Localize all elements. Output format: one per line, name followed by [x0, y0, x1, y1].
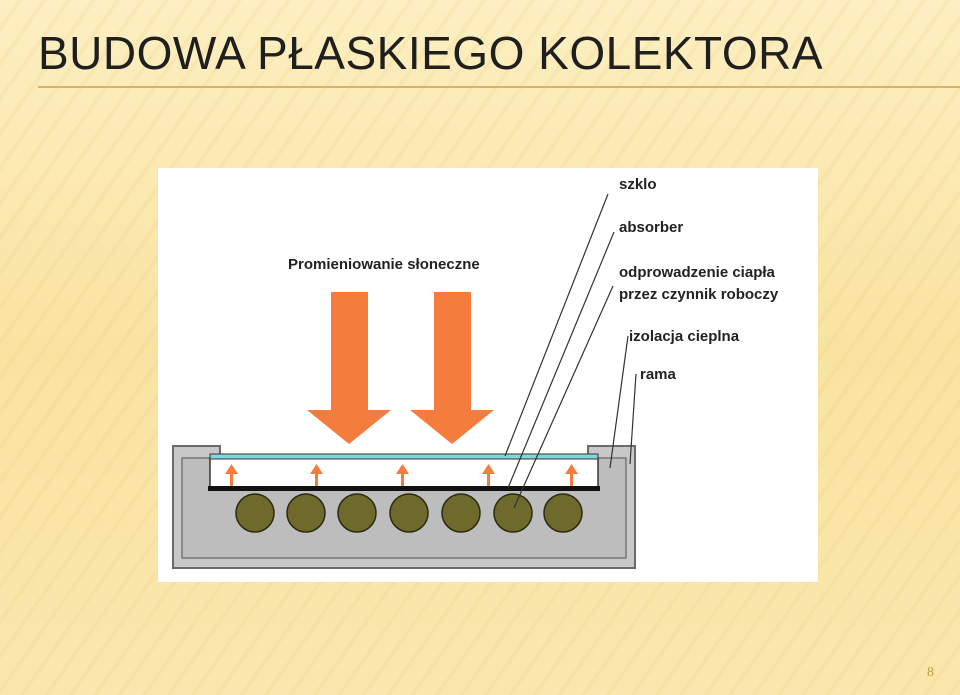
label-absorber: absorber	[619, 219, 683, 236]
heat-arrow	[482, 464, 495, 486]
leader-frame	[629, 373, 637, 465]
leader-heat-removal	[513, 285, 614, 509]
heat-arrow	[396, 464, 409, 486]
solar-radiation-arrows	[307, 292, 494, 444]
fluid-tube	[441, 493, 481, 533]
title-underline	[38, 86, 960, 88]
fluid-tube	[493, 493, 533, 533]
absorber-plate	[208, 486, 600, 491]
leader-insulation	[609, 335, 629, 469]
heat-arrow	[225, 464, 238, 486]
leader-absorber	[507, 231, 615, 489]
fluid-tube	[337, 493, 377, 533]
leader-lines	[504, 193, 637, 509]
fluid-tubes	[235, 493, 583, 533]
page-number: 8	[927, 665, 934, 680]
fluid-tube	[389, 493, 429, 533]
label-heat-removal-line1: odprowadzenie ciapła	[619, 264, 776, 281]
solar-arrow-right	[410, 292, 494, 444]
solar-arrow-left	[307, 292, 391, 444]
leader-glass	[504, 193, 609, 457]
label-insulation: izolacja cieplna	[629, 328, 740, 345]
fluid-tube	[235, 493, 275, 533]
label-solar-radiation: Promieniowanie słoneczne	[288, 256, 480, 273]
heat-arrow	[310, 464, 323, 486]
label-heat-removal-line2: przez czynnik roboczy	[619, 286, 779, 303]
fluid-tube	[543, 493, 583, 533]
label-glass: szklo	[619, 176, 657, 193]
heat-arrows	[225, 464, 578, 486]
heat-arrow	[565, 464, 578, 486]
collector-diagram: Promieniowanie słoneczne szklo absorber …	[158, 168, 818, 582]
label-frame: rama	[640, 366, 677, 383]
glass-cover	[209, 453, 599, 460]
collector-diagram-svg: Promieniowanie słoneczne szklo absorber …	[172, 176, 779, 569]
slide-title: BUDOWA PŁASKIEGO KOLEKTORA	[38, 27, 824, 79]
fluid-tube	[286, 493, 326, 533]
